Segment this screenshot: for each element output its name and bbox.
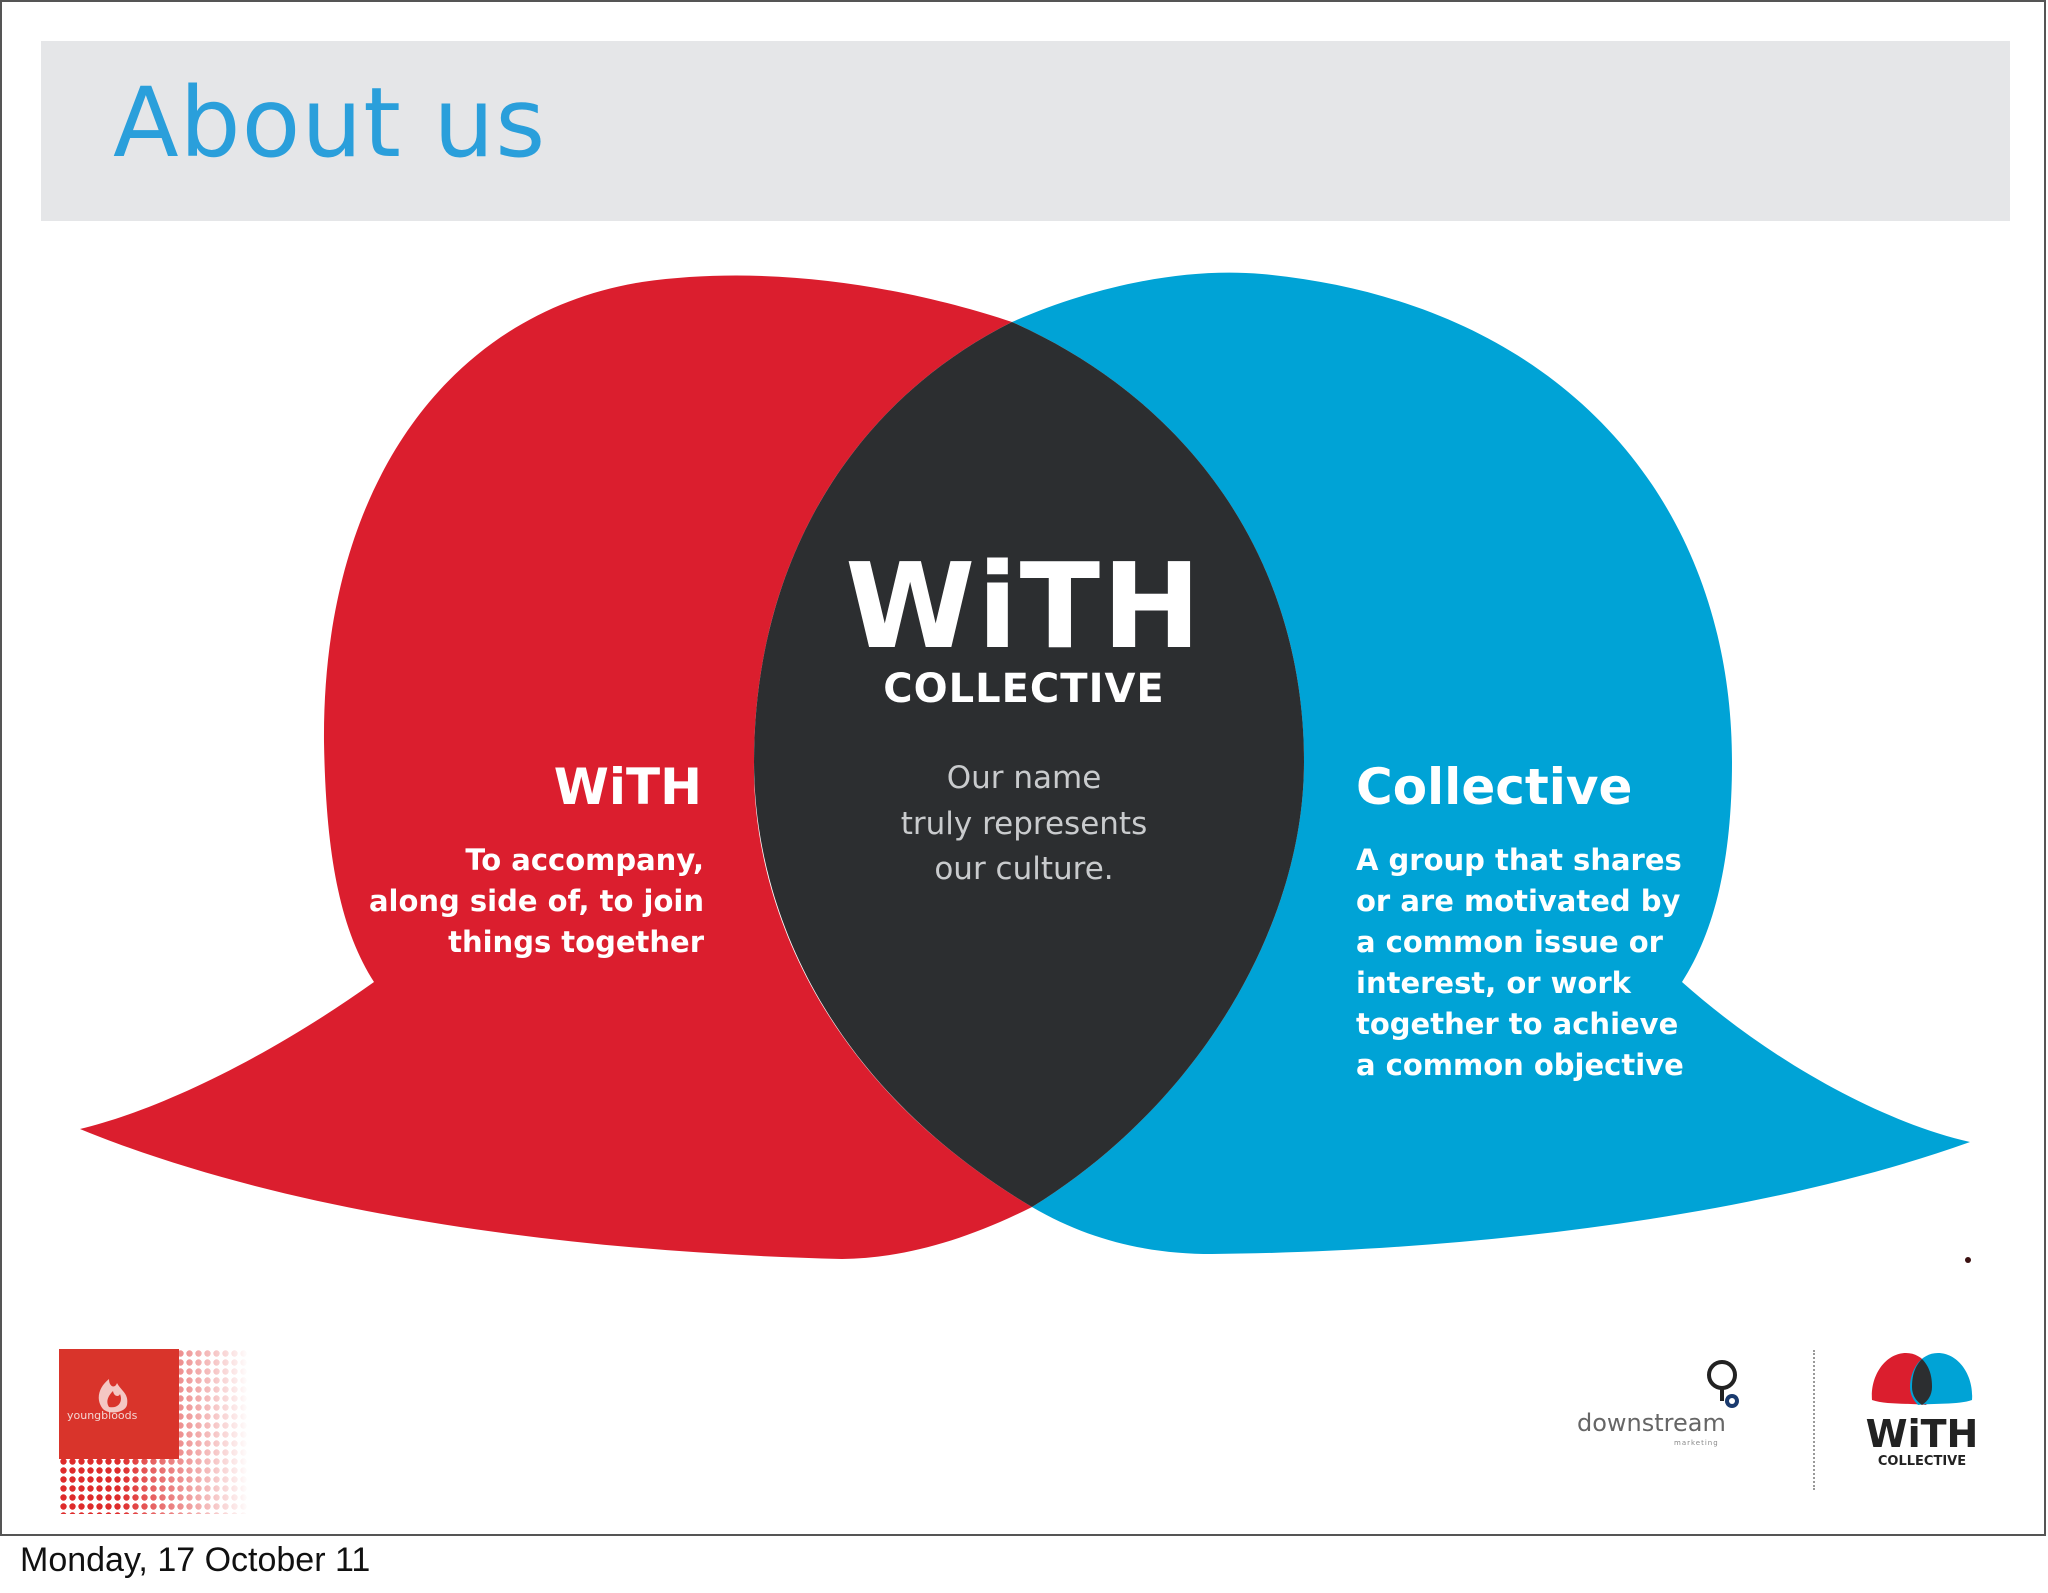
red-bubble: [80, 275, 1032, 1260]
center-logo-sub: COLLECTIVE: [883, 666, 1164, 712]
overlap-lens: [754, 322, 1304, 1207]
left-body-line-1: To accompany,: [465, 843, 704, 877]
overlapping-bubbles-icon: [1871, 1353, 1973, 1405]
right-body-line-2: or are motivated by: [1356, 884, 1681, 918]
downstream-subtext: marketing: [1674, 1439, 1719, 1447]
with-collective-logo: WiTH COLLECTIVE: [1866, 1353, 1979, 1469]
title-bar: About us: [41, 41, 2010, 221]
center-body-line-2: truly represents: [901, 806, 1148, 842]
right-heading: Collective: [1356, 758, 1632, 816]
slide: About us WiTH To accompany, along side o…: [0, 0, 2046, 1536]
blue-bubble: [1012, 272, 1970, 1254]
center-logo-word: WiTH: [845, 537, 1203, 675]
left-body-line-2: along side of, to join: [369, 884, 704, 918]
youngbloods-wordmark: youngbloods: [67, 1409, 138, 1422]
right-body-line-3: a common issue or: [1356, 925, 1664, 959]
with-logo-word: WiTH: [1866, 1412, 1979, 1456]
venn-diagram: WiTH To accompany, along side of, to joi…: [80, 272, 1971, 1263]
right-body-line-4: interest, or work: [1356, 966, 1632, 1000]
right-body-line-5: together to achieve: [1356, 1007, 1678, 1041]
center-body-line-1: Our name: [947, 760, 1102, 796]
youngbloods-logo: youngbloods: [59, 1349, 249, 1514]
downstream-logo: downstream marketing: [1562, 1357, 1762, 1457]
logo-divider: [1813, 1350, 1815, 1490]
flame-icon: [98, 1379, 128, 1413]
key-icon: [1707, 1360, 1739, 1408]
left-body-line-3: things together: [448, 925, 705, 959]
left-heading: WiTH: [554, 758, 702, 816]
page-title: About us: [113, 67, 547, 179]
right-body-line-1: A group that shares: [1356, 843, 1682, 877]
stray-dot: [1965, 1257, 1971, 1263]
downstream-wordmark: downstream: [1577, 1409, 1726, 1437]
right-body-line-6: a common objective: [1356, 1048, 1684, 1082]
center-body-line-3: our culture.: [934, 851, 1113, 887]
date-footer: Monday, 17 October 11: [20, 1541, 371, 1579]
with-logo-sub: COLLECTIVE: [1878, 1454, 1966, 1469]
